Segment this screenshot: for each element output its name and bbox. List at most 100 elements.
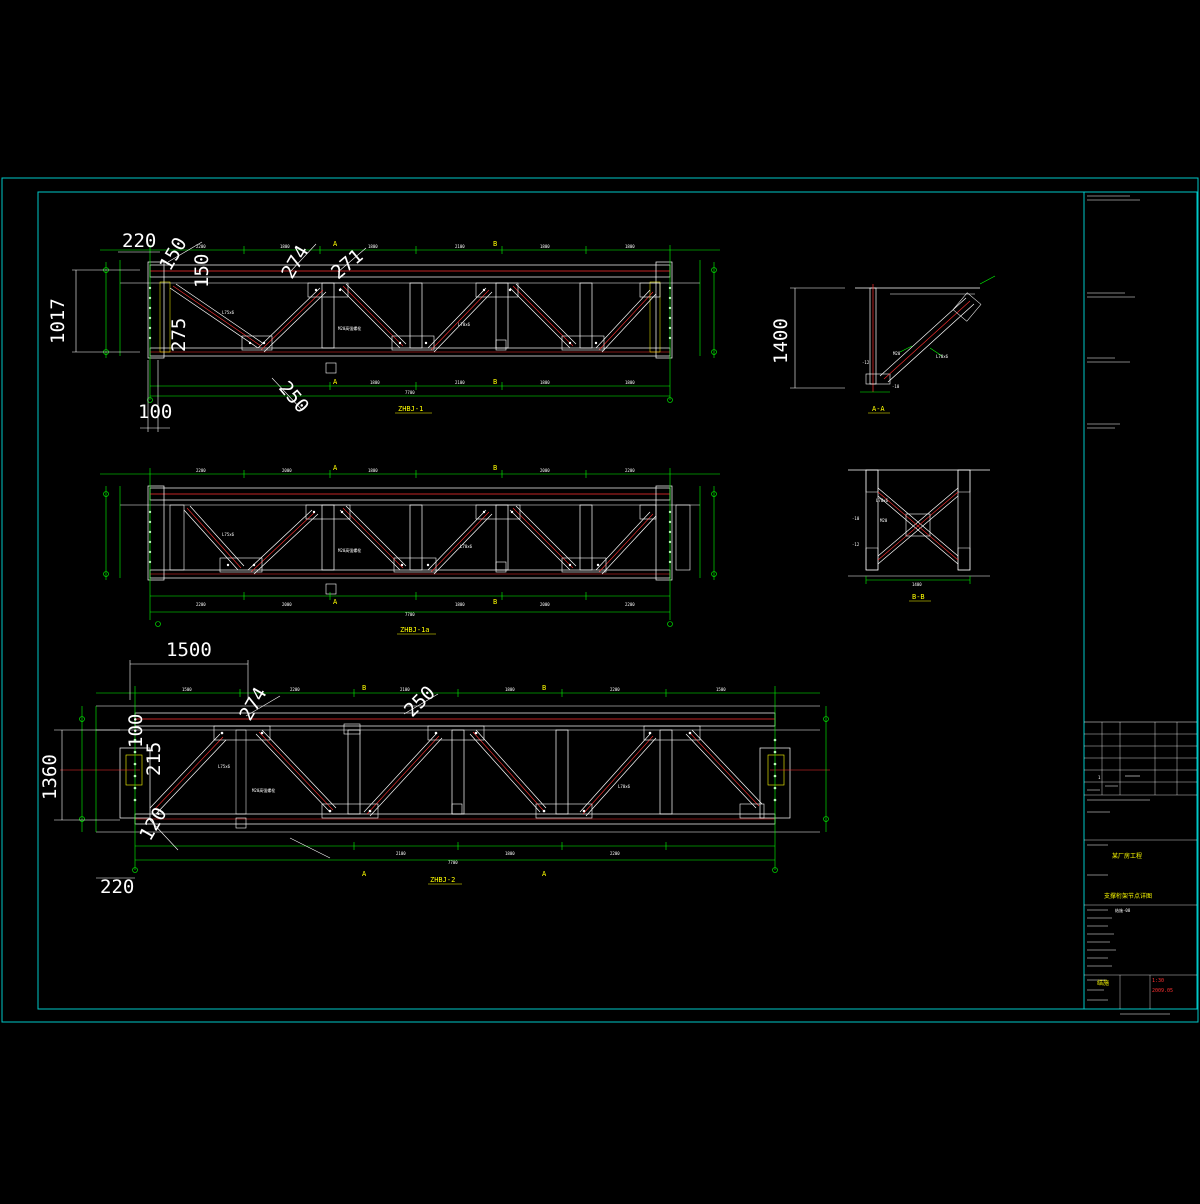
t3-member-l75: L75x6 [218, 764, 231, 769]
t3-mark-a: A [362, 870, 367, 878]
section-a-l70: L70x6 [936, 354, 949, 359]
t2-title: ZHBJ-1a [400, 626, 430, 634]
section-a-dim: 1400 [770, 318, 792, 364]
sheet-type: 结施 [1097, 979, 1109, 987]
section-a-10: -10 [892, 384, 900, 389]
t1-top-dim-1: 1800 [280, 244, 290, 249]
t1-top-dim-5: 1800 [625, 244, 635, 249]
section-b-l70: L70x6 [876, 498, 889, 503]
t3-total: 7700 [448, 860, 458, 865]
dim-215-t3: 215 [143, 742, 165, 776]
t3-bot-dim-0: 2100 [396, 851, 406, 856]
inner-frame [37, 191, 1198, 1010]
t3-mark-b2: B [542, 684, 546, 692]
t1-top-dim-4: 1800 [540, 244, 550, 249]
section-a-m20: M20 [893, 351, 901, 356]
dim-100: 100 [138, 401, 172, 423]
t2-bot-dim-0: 2200 [196, 602, 206, 607]
section-a-12: -12 [862, 360, 870, 365]
t2-bot-dim-2: 1800 [455, 602, 465, 607]
t3-member-l70: L70x6 [618, 784, 631, 789]
dim-1500: 1500 [166, 639, 212, 661]
t2-bolt-note: M20高强螺栓 [338, 547, 361, 553]
t3-top-dim-3: 1800 [505, 687, 515, 692]
dim-220-bottom: 220 [100, 876, 134, 898]
t1-member-l75: L75x6 [222, 310, 235, 315]
t1-top-dim-0: 2200 [196, 244, 206, 249]
title-block: 1 某厂房工程 支撑桁架节点详图 结施-08 结施 1:30 2009.05 [1083, 192, 1197, 1015]
t2-top-dim-3: 2000 [540, 468, 550, 473]
t2-top-dim-1: 2000 [282, 468, 292, 473]
scale-value: 1:30 [1152, 978, 1164, 984]
t2-mark-a2: A [333, 598, 338, 606]
project-name: 某厂房工程 [1112, 852, 1142, 860]
t2-top-dim-2: 1800 [368, 468, 378, 473]
outer-frame [1, 177, 1199, 1023]
t1-bolt-note: M20高强螺栓 [338, 325, 361, 331]
t1-bot-dim-0: 1800 [370, 380, 380, 385]
date-value: 2009.05 [1152, 988, 1173, 994]
t3-mark-a2: A [542, 870, 547, 878]
t3-bot-dim-1: 1800 [505, 851, 515, 856]
t1-bot-dim-2: 1800 [540, 380, 550, 385]
drawing-number: 结施-08 [1115, 907, 1131, 913]
section-b-10: -10 [852, 516, 860, 521]
section-b-title: B-B [912, 593, 925, 601]
t2-member-l75: L75x6 [222, 532, 235, 537]
t1-mark-b2: B [493, 378, 497, 386]
truss-zhbj-2: 1500 1360 220 274 100 250 120 215 1500 2… [39, 639, 830, 898]
t1-bot-dim-3: 1800 [625, 380, 635, 385]
t2-bot-dim-1: 2000 [282, 602, 292, 607]
dim-275: 275 [168, 318, 190, 352]
t2-top-dim-0: 2200 [196, 468, 206, 473]
dim-250: 250 [274, 377, 313, 417]
dim-1360: 1360 [39, 754, 61, 800]
t3-top-dim-1: 2200 [290, 687, 300, 692]
t2-mark-b: B [493, 464, 497, 472]
section-b-dim: 1400 [912, 582, 922, 587]
revision-number: 1 [1098, 775, 1101, 780]
t3-bolt-note: M20高强螺栓 [252, 787, 275, 793]
t1-total: 7700 [405, 390, 415, 395]
section-b-m20: M20 [880, 518, 888, 523]
t2-bot-dim-3: 2000 [540, 602, 550, 607]
t1-top-dim-2: 1800 [368, 244, 378, 249]
t1-mark-a2: A [333, 378, 338, 386]
dim-150-top: 150 [155, 234, 191, 275]
dim-100-t3: 100 [125, 714, 147, 748]
t1-member-l70: L70x6 [458, 322, 471, 327]
t2-bot-dim-4: 2200 [625, 602, 635, 607]
t1-mark-b: B [493, 240, 497, 248]
t3-top-dim-2: 2100 [400, 687, 410, 692]
t2-mark-b2: B [493, 598, 497, 606]
top-chord-2 [134, 712, 776, 727]
dim-274-t3: 274 [235, 684, 271, 725]
drawing-name: 支撑桁架节点详图 [1104, 892, 1152, 900]
section-a-title: A-A [872, 405, 885, 413]
dim-120-t3: 120 [135, 804, 171, 845]
section-a-a: 1400 L70x6 M20 -12 -10 A-A [770, 275, 996, 414]
t1-top-dim-3: 2100 [455, 244, 465, 249]
t2-top-dim-4: 2200 [625, 468, 635, 473]
dim-150-side: 150 [191, 254, 213, 288]
t3-top-dim-4: 2200 [610, 687, 620, 692]
truss-zhbj-1a: 2200 2000 1800 2000 2200 2200 2000 1800 … [100, 464, 720, 635]
t2-member-l70: L70x6 [460, 544, 473, 549]
t1-bot-dim-1: 2100 [455, 380, 465, 385]
t2-total: 7700 [405, 612, 415, 617]
t1-mark-a: A [333, 240, 338, 248]
t3-mark-b: B [362, 684, 366, 692]
t1-title: ZHBJ-1 [398, 405, 423, 413]
section-b-b: 1400 L70x6 M20 -12 -10 B-B [848, 469, 990, 602]
dim-220: 220 [122, 230, 156, 252]
dim-271: 271 [327, 245, 367, 284]
truss-zhbj-1: 220 1017 100 150 150 274 271 250 275 220… [47, 230, 720, 432]
t2-mark-a: A [333, 464, 338, 472]
section-b-12: -12 [852, 542, 860, 547]
dim-1017: 1017 [47, 298, 69, 344]
t3-top-dim-0: 1500 [182, 687, 192, 692]
t3-title: ZHBJ-2 [430, 876, 455, 884]
t3-bot-dim-2: 2200 [610, 851, 620, 856]
